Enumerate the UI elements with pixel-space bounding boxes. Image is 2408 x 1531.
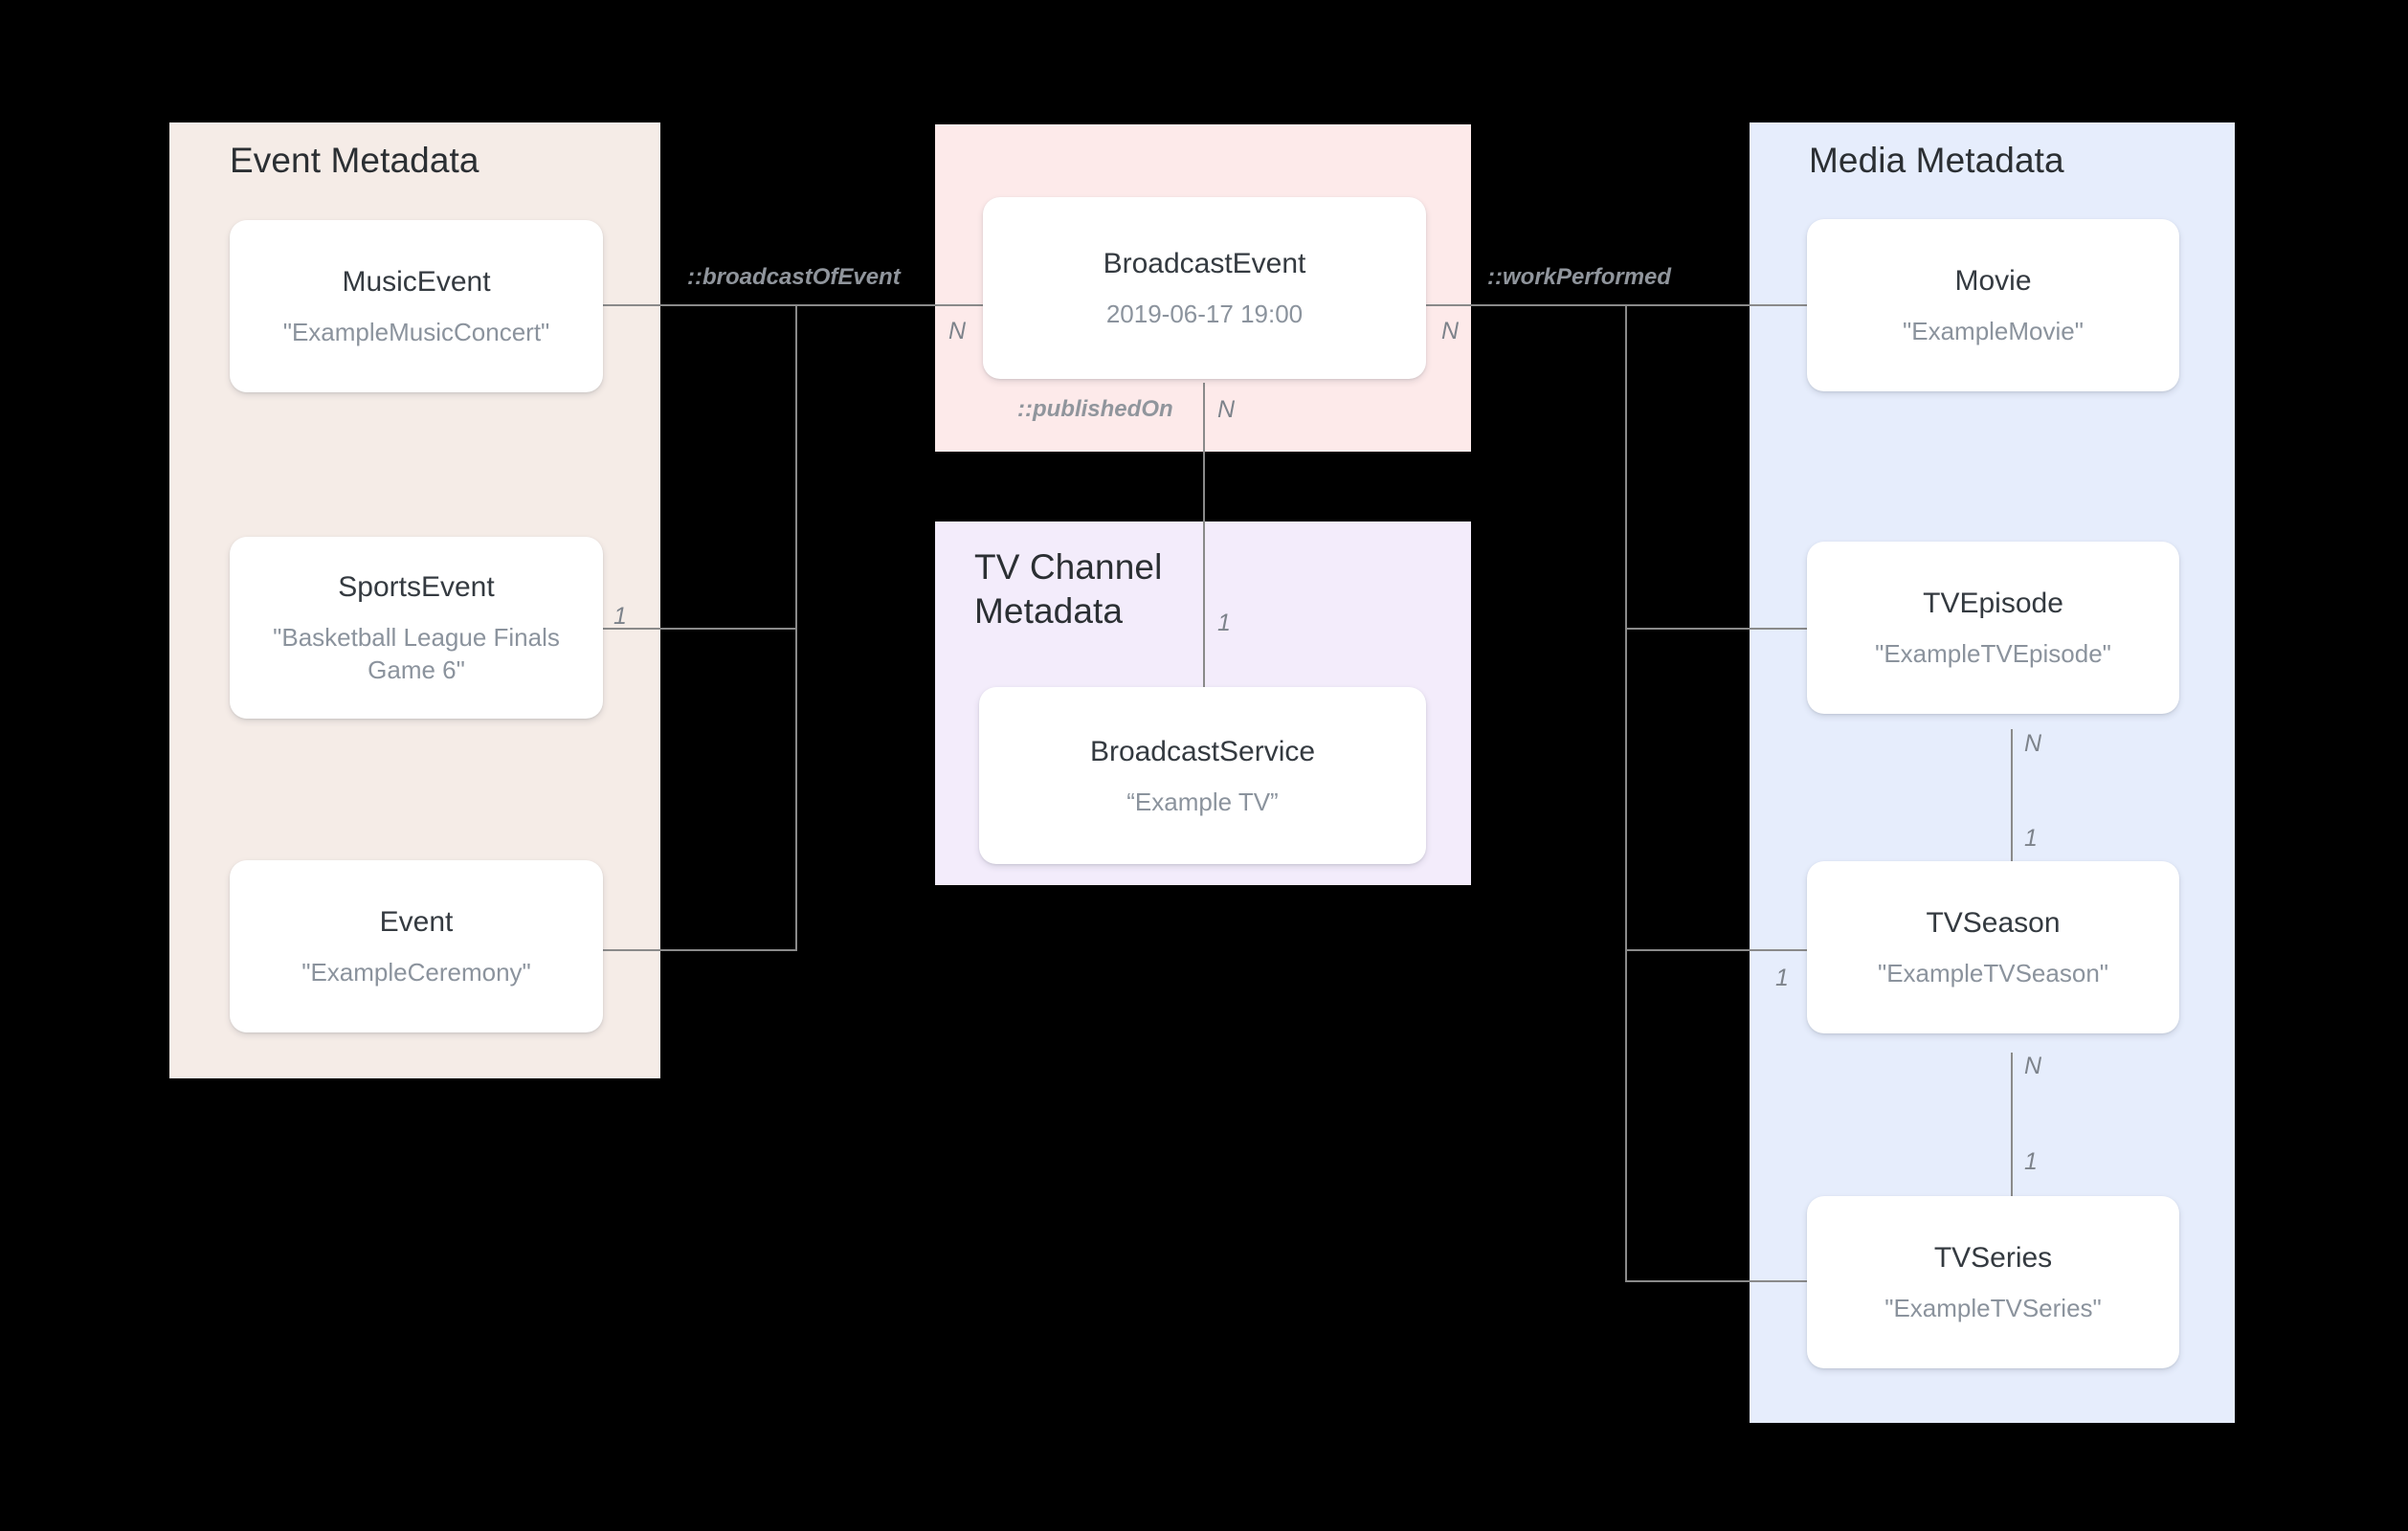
entity-value: "ExampleTVSeason": [1877, 959, 2109, 987]
entity-card-sports-event[interactable]: SportsEvent "Basketball League Finals Ga…: [230, 537, 603, 719]
entity-card-tv-episode[interactable]: TVEpisode "ExampleTVEpisode": [1807, 542, 2179, 714]
entity-value: "Basketball League Finals Game 6": [273, 623, 560, 684]
entity-class-name: BroadcastEvent: [1103, 248, 1306, 279]
entity-class-name: Event: [379, 906, 454, 938]
entity-class-name: Movie: [1954, 265, 2032, 297]
connector-tv-season-stub: [1625, 949, 1807, 951]
cardinality-tv-episode-bottom-n: N: [2024, 730, 2042, 757]
entity-value: "ExampleMusicConcert": [282, 318, 550, 346]
connector-work-performed: [1426, 304, 1627, 306]
connector-episode-season: [2011, 729, 2013, 951]
entity-value: "ExampleTVSeries": [1884, 1294, 2102, 1322]
entity-card-broadcast-service[interactable]: BroadcastService “Example TV”: [979, 687, 1426, 864]
entity-class-name: MusicEvent: [342, 266, 491, 298]
entity-value: "ExampleTVEpisode": [1875, 639, 2111, 668]
panel-title-media-metadata: Media Metadata: [1809, 141, 2064, 180]
cardinality-broadcast-service-top-1: 1: [1217, 610, 1231, 636]
cardinality-broadcast-event-bottom-n: N: [1217, 396, 1236, 423]
entity-class-name: BroadcastService: [1089, 735, 1316, 767]
entity-value: "ExampleCeremony": [301, 958, 531, 987]
cardinality-tv-season-top-1: 1: [2024, 825, 2038, 852]
connector-published-on: [1203, 383, 1205, 689]
entity-class-name: TVEpisode: [1923, 588, 2063, 619]
entity-card-broadcast-event[interactable]: BroadcastEvent 2019-06-17 19:00: [983, 197, 1426, 379]
entity-card-tv-series[interactable]: TVSeries "ExampleTVSeries": [1807, 1196, 2179, 1368]
entity-value: 2019-06-17 19:00: [1105, 300, 1304, 328]
entity-card-tv-season[interactable]: TVSeason "ExampleTVSeason": [1807, 861, 2179, 1033]
cardinality-tv-season-left-1: 1: [1775, 965, 1789, 991]
cardinality-tv-season-bottom-n: N: [2024, 1053, 2042, 1079]
connector-event-stub: [602, 949, 796, 951]
entity-class-name: TVSeries: [1933, 1242, 2053, 1274]
connector-sports-event-stub: [602, 628, 796, 630]
entity-class-name: TVSeason: [1926, 907, 2061, 939]
connector-event-trunk: [795, 304, 797, 951]
entity-value: “Example TV”: [1126, 787, 1279, 816]
cardinality-tv-series-top-1: 1: [2024, 1148, 2038, 1175]
entity-class-name: SportsEvent: [338, 571, 495, 603]
connector-media-trunk: [1625, 304, 1627, 1282]
entity-card-event[interactable]: Event "ExampleCeremony": [230, 860, 603, 1032]
relation-label-broadcast-of-event: ::broadcastOfEvent: [687, 264, 901, 290]
cardinality-sports-event-1: 1: [613, 603, 627, 630]
panel-title-tv-channel-metadata: TV Channel Metadata: [974, 547, 1163, 631]
entity-card-music-event[interactable]: MusicEvent "ExampleMusicConcert": [230, 220, 603, 392]
panel-title-event-metadata: Event Metadata: [230, 141, 479, 180]
connector-tv-series-stub: [1625, 1280, 1807, 1282]
connector-tv-episode-stub: [1625, 628, 1807, 630]
cardinality-broadcast-event-right-n: N: [1441, 318, 1460, 344]
relation-label-work-performed: ::workPerformed: [1487, 264, 1672, 290]
connector-season-series: [2011, 1053, 2013, 1275]
connector-movie-stub: [1625, 304, 1807, 306]
connector-broadcast-of-event: [795, 304, 996, 306]
cardinality-broadcast-event-left-n: N: [948, 318, 967, 344]
relation-label-published-on: ::publishedOn: [1017, 396, 1173, 422]
connector-music-event-stub: [602, 304, 796, 306]
entity-value: "ExampleMovie": [1903, 317, 2084, 345]
entity-card-movie[interactable]: Movie "ExampleMovie": [1807, 219, 2179, 391]
